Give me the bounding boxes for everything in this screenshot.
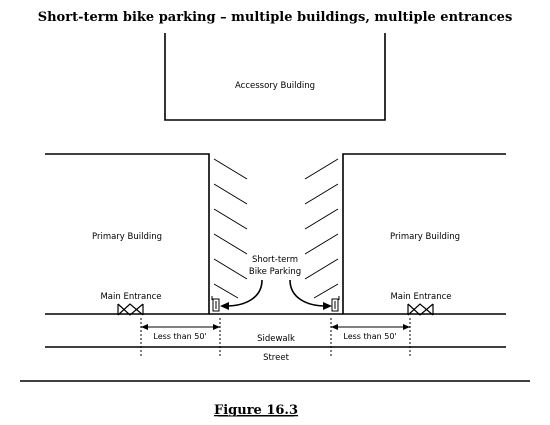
door-swing-left-icon [117,303,144,316]
parking-stripes-right [304,158,339,299]
sidewalk-label: Sidewalk [257,334,295,344]
door-swing-right-icon [407,303,434,316]
bike-parking-label-line2: Bike Parking [249,267,301,277]
arrow-to-left-racks [225,279,263,307]
distance-dimension-right: Less than 50' [330,318,411,357]
bike-parking-callout: Short-term Bike Parking [220,255,332,310]
diagram-title: Short-term bike parking – multiple build… [38,10,513,25]
arrow-head-right [323,302,332,310]
primary-building-right-label: Primary Building [390,232,460,242]
parking-stripes-left [213,158,248,299]
distance-right-label: Less than 50' [343,332,396,341]
main-entrance-left-label: Main Entrance [100,292,161,302]
main-entrance-right: Main Entrance [390,292,452,316]
accessory-building-label: Accessory Building [235,81,315,91]
street-label: Street [263,353,289,363]
distance-dimension-left: Less than 50' [140,318,221,357]
distance-left-label: Less than 50' [153,332,206,341]
bike-rack-left-icon [211,296,220,312]
bike-rack-right-icon [331,296,340,312]
figure-caption: Figure 16.3 [214,403,298,418]
accessory-building: Accessory Building [164,33,386,121]
primary-building-left: Primary Building [45,153,210,314]
primary-building-left-label: Primary Building [92,232,162,242]
main-entrance-left: Main Entrance [100,292,162,316]
arrow-head-left [220,302,229,310]
main-entrance-right-label: Main Entrance [390,292,451,302]
bike-parking-label-line1: Short-term [252,255,298,265]
primary-building-right: Primary Building [342,153,506,314]
arrow-to-right-racks [289,279,327,307]
